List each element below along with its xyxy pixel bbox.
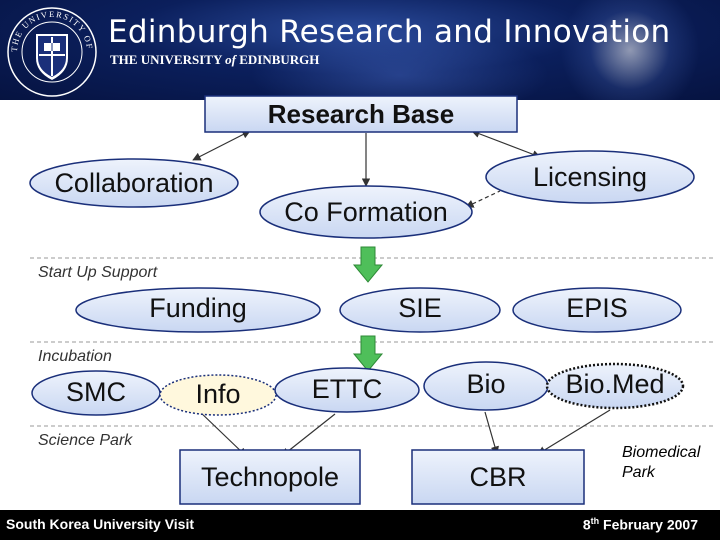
epis-label: EPIS	[513, 293, 681, 324]
connector-info-technopole	[198, 410, 246, 456]
connector-biomed-cbr	[538, 410, 610, 454]
funding-label: Funding	[76, 293, 320, 324]
footer-date: 8th February 2007	[583, 516, 698, 533]
connector-research-licensing	[472, 131, 540, 157]
green-down-arrow-1	[354, 247, 382, 282]
research-base-label: Research Base	[205, 99, 517, 130]
technopole-label: Technopole	[180, 462, 360, 493]
collaboration-label: Collaboration	[30, 168, 238, 199]
cbr-label: CBR	[412, 462, 584, 493]
section-label-startup: Start Up Support	[38, 264, 157, 282]
green-down-arrow-2	[354, 336, 382, 371]
section-label-science-park: Science Park	[38, 432, 132, 450]
connector-bio-cbr	[485, 412, 497, 454]
info-label: Info	[160, 379, 276, 410]
biomed-label: Bio.Med	[547, 369, 683, 400]
coformation-label: Co Formation	[260, 197, 472, 228]
section-label-incubation: Incubation	[38, 348, 112, 366]
connector-research-collaboration	[193, 131, 250, 160]
ettc-label: ETTC	[275, 374, 419, 405]
sie-label: SIE	[340, 293, 500, 324]
smc-label: SMC	[32, 377, 160, 408]
biomedical-park-label: Biomedical Park	[622, 443, 700, 483]
licensing-label: Licensing	[486, 162, 694, 193]
footer-bar: South Korea University Visit 8th Februar…	[0, 510, 720, 540]
footer-event: South Korea University Visit	[6, 516, 194, 532]
bio-label: Bio	[424, 369, 548, 400]
